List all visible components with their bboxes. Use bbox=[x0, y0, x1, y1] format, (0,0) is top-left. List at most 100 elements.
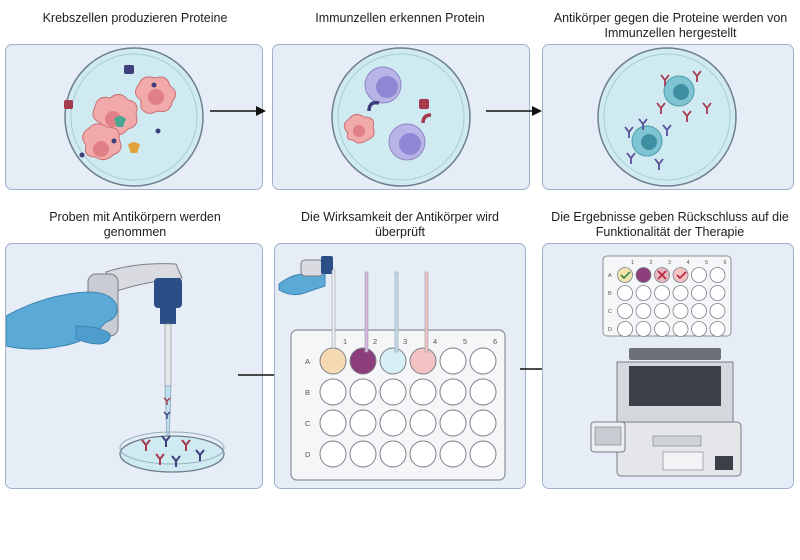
pipette bbox=[87, 263, 183, 445]
plate-well bbox=[409, 378, 437, 406]
panel-antibody-production bbox=[542, 44, 794, 190]
plate-well bbox=[319, 378, 347, 406]
plate-well bbox=[409, 409, 437, 437]
cancer-cell bbox=[82, 123, 122, 161]
plate-well bbox=[709, 321, 726, 337]
plate-reader bbox=[590, 348, 742, 477]
plate-well bbox=[349, 378, 377, 406]
cancer-cell bbox=[135, 76, 176, 114]
plate-well bbox=[691, 267, 707, 283]
plate-row-label: D bbox=[608, 327, 612, 333]
plate-well bbox=[469, 440, 497, 468]
plasma-cell bbox=[631, 125, 663, 157]
caption-step-1: Krebszellen produzieren Proteine bbox=[42, 11, 228, 25]
plate-well bbox=[349, 440, 377, 468]
plate-well bbox=[635, 267, 652, 283]
plate-well bbox=[672, 267, 689, 283]
plate-row-label: C bbox=[305, 419, 311, 428]
receptor-binding-icon bbox=[421, 113, 432, 124]
plate-column-label: 2 bbox=[650, 260, 653, 266]
plate-well bbox=[672, 303, 689, 319]
plate-column-label: 4 bbox=[687, 260, 690, 266]
plate-column-label: 4 bbox=[433, 337, 437, 346]
plate-column-label: 1 bbox=[343, 337, 347, 346]
plasma-cell bbox=[663, 75, 695, 107]
immune-dish-illustration bbox=[331, 47, 471, 187]
plate-well bbox=[691, 321, 707, 337]
petri-dish-rim bbox=[70, 53, 198, 181]
plate-well bbox=[617, 321, 633, 337]
plate-column-label: 5 bbox=[463, 337, 467, 346]
immune-cell bbox=[388, 123, 426, 161]
plate-well bbox=[469, 409, 497, 437]
plate-well bbox=[617, 267, 633, 283]
caption-step-2: Immunzellen erkennen Protein bbox=[315, 11, 485, 25]
plate-row-label: A bbox=[608, 273, 612, 279]
plate-well bbox=[379, 440, 407, 468]
cross-icon bbox=[657, 270, 667, 280]
assay-illustration: A B C D 1 2 3 4 5 6 bbox=[278, 256, 506, 481]
plate-well bbox=[439, 347, 467, 375]
caption-step-5: Die Wirksamkeit der Antikörper wird über… bbox=[301, 210, 499, 239]
plate-well bbox=[319, 347, 347, 375]
plate-column-label: 6 bbox=[724, 260, 727, 266]
caption-step-4: Proben mit Antikörpern werden genommen bbox=[49, 210, 221, 239]
plate-well bbox=[469, 378, 497, 406]
plate-well bbox=[349, 347, 377, 375]
plate-well bbox=[672, 321, 689, 337]
plate-row-label: A bbox=[305, 357, 310, 366]
antibody-icon bbox=[141, 439, 191, 465]
plate-well bbox=[617, 285, 633, 301]
panel-immune-cells bbox=[272, 44, 530, 190]
plate-column-label: 2 bbox=[373, 337, 377, 346]
petri-dish-rim bbox=[603, 53, 731, 181]
check-icon bbox=[620, 271, 631, 280]
antibody-dish-illustration bbox=[597, 47, 737, 187]
plate-column-label: 1 bbox=[631, 260, 634, 266]
petri-dish-sample bbox=[119, 431, 225, 473]
pipette-small bbox=[278, 256, 333, 296]
plate-well bbox=[654, 321, 670, 337]
petri-dish bbox=[597, 47, 737, 187]
plate-well bbox=[439, 409, 467, 437]
sampling-illustration bbox=[6, 263, 225, 473]
plate-column-label: 3 bbox=[668, 260, 671, 266]
plate-row-label: C bbox=[608, 309, 612, 315]
immune-cell bbox=[364, 66, 402, 104]
plate-well bbox=[469, 347, 497, 375]
cancer-dish-illustration bbox=[64, 47, 204, 187]
plate-row-label: D bbox=[305, 450, 311, 459]
petri-dish-rim bbox=[337, 53, 465, 181]
caption-step-3: Antikörper gegen die Proteine werden von… bbox=[553, 11, 788, 40]
plate-well bbox=[635, 285, 652, 301]
arrow-right-icon bbox=[486, 106, 542, 116]
plate-well bbox=[319, 409, 347, 437]
check-icon bbox=[676, 271, 687, 280]
antibody-icon bbox=[161, 435, 205, 467]
protein-icon bbox=[419, 99, 429, 109]
cancer-cell bbox=[343, 113, 375, 144]
protein-icon bbox=[64, 65, 161, 158]
plate-well bbox=[672, 285, 689, 301]
pipette-tips bbox=[331, 269, 429, 353]
plate-well bbox=[409, 347, 437, 375]
plate-column-label: 6 bbox=[493, 337, 497, 346]
plate-well bbox=[709, 285, 726, 301]
arrow-right-icon bbox=[210, 106, 266, 116]
plate-well bbox=[319, 440, 347, 468]
plate-column-label: 3 bbox=[403, 337, 407, 346]
antibody-icon bbox=[656, 70, 712, 122]
plate-row-label: B bbox=[305, 388, 310, 397]
plate-well bbox=[691, 303, 707, 319]
plate-row-label: B bbox=[608, 291, 612, 297]
plate-well bbox=[379, 409, 407, 437]
plate-well bbox=[379, 347, 407, 375]
receptor-binding-icon bbox=[367, 100, 380, 112]
plate-well bbox=[409, 440, 437, 468]
plate-well bbox=[654, 303, 670, 319]
antibody-icon bbox=[624, 118, 672, 170]
plate-well bbox=[439, 440, 467, 468]
caption-step-6: Die Ergebnisse geben Rückschluss auf die… bbox=[551, 210, 789, 239]
